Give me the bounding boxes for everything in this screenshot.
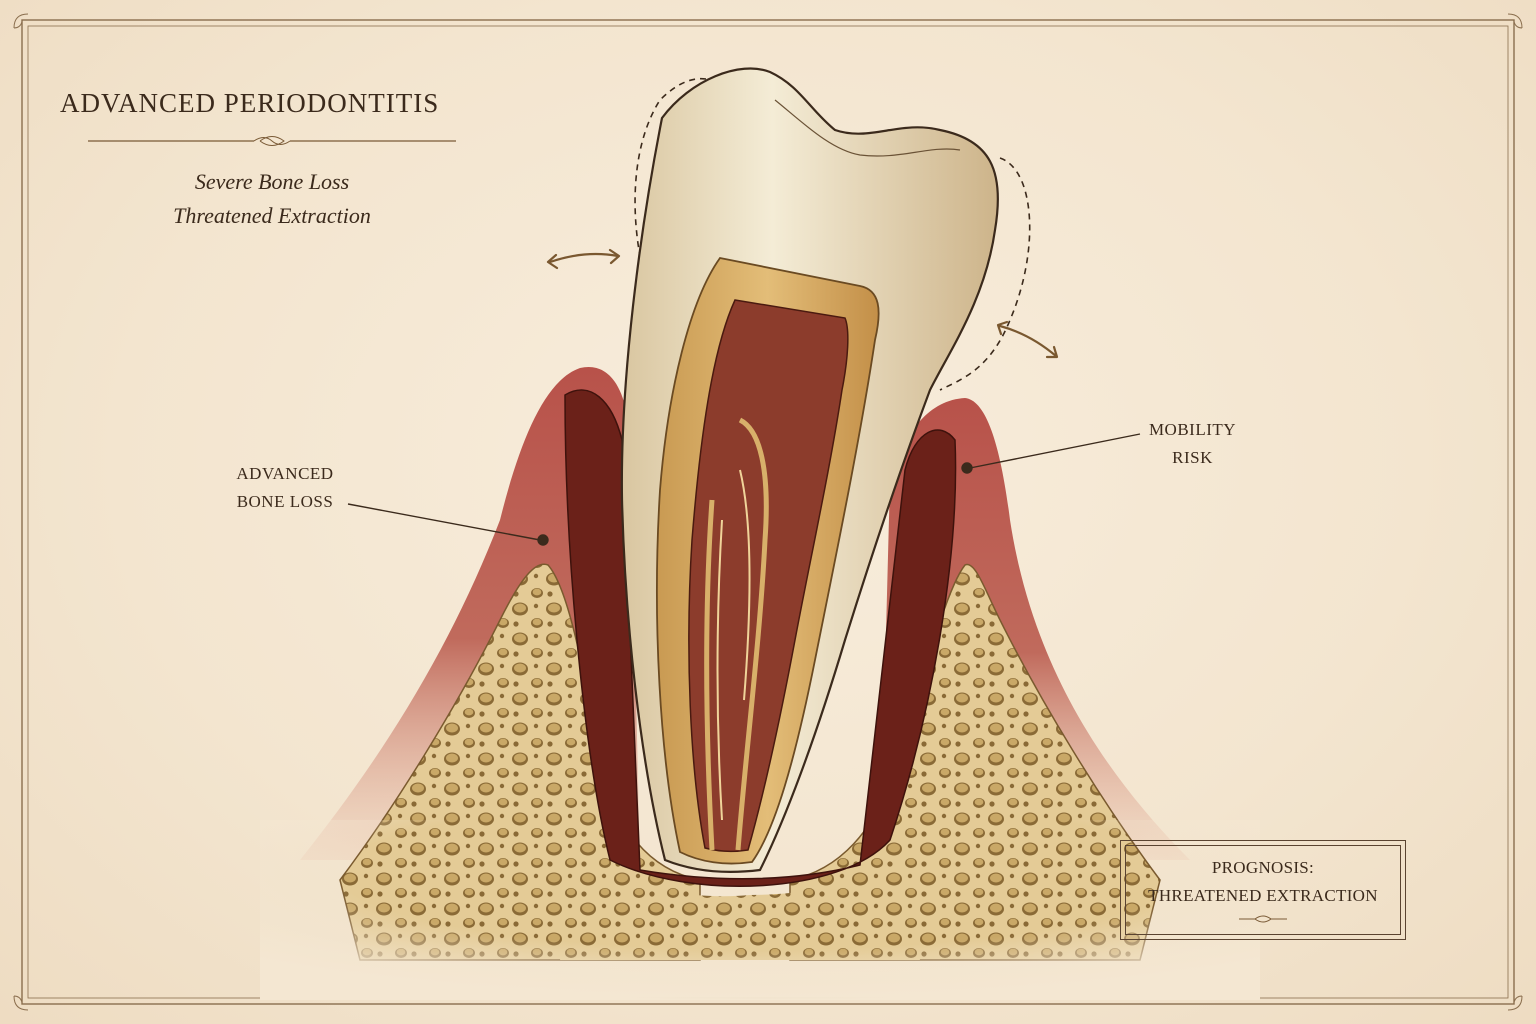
callout-line: ADVANCED xyxy=(236,464,334,483)
callout-line: RISK xyxy=(1172,448,1213,467)
prognosis-box-inner-border xyxy=(1125,845,1401,935)
leader-lines xyxy=(347,433,1141,546)
prognosis-label: PROGNOSIS: xyxy=(1211,858,1315,877)
title-ornament-rule xyxy=(88,136,456,146)
prognosis-ornament xyxy=(1239,915,1287,923)
callout-line: BONE LOSS xyxy=(236,492,334,511)
subtitle-line: Threatened Extraction xyxy=(173,203,371,228)
mobility-arrows xyxy=(546,248,1059,359)
prognosis-value: THREATENED EXTRACTION xyxy=(1148,886,1378,905)
subtitle-line: Severe Bone Loss xyxy=(194,169,350,194)
callout-line: MOBILITY xyxy=(1148,420,1237,439)
tooth-displacement-outline xyxy=(634,77,1031,391)
callout-bone-loss: ADVANCED BONE LOSS xyxy=(200,460,370,516)
diagram-title: ADVANCED PERIODONTITIS xyxy=(60,88,440,118)
prognosis-box: PROGNOSIS: THREATENED EXTRACTION xyxy=(1120,840,1406,940)
callout-mobility-risk: MOBILITY RISK xyxy=(1120,416,1265,472)
